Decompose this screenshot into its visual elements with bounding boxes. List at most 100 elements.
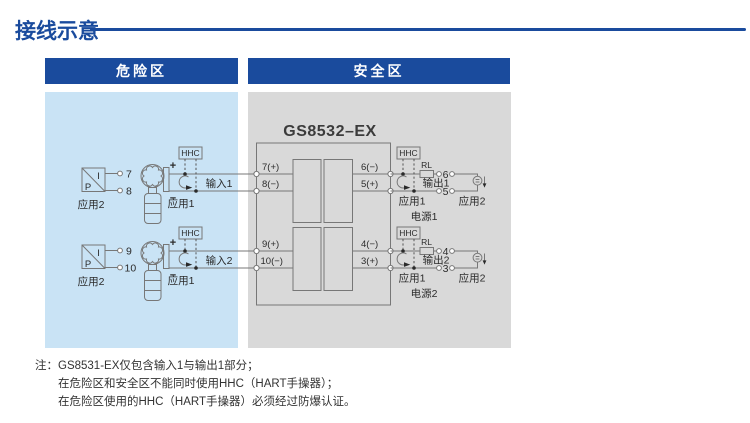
hazard-zone-label: 危险区 (116, 63, 167, 79)
notes-block: 注： GS8531-EX仅包含输入1与输出1部分； 在危险区和安全区不能同时使用… (35, 357, 356, 411)
transmitter-icon (140, 164, 170, 224)
hhc-label: HHC (181, 228, 199, 238)
device-terminal-label: 3(+) (361, 256, 378, 267)
terminal-circle (449, 265, 455, 271)
pi-box (81, 244, 106, 269)
device-terminal-label: 8(−) (262, 179, 279, 190)
power2-label: 电源2 (411, 287, 438, 300)
hhc-frame (396, 226, 421, 240)
hhc-box: HHC (396, 226, 421, 240)
page-title: 接线示意 (15, 20, 99, 43)
hhc-label: HHC (399, 228, 417, 238)
terminal-circle (117, 264, 123, 271)
ext-terminal-number: 6 (443, 169, 449, 181)
pi-p-label: P (85, 182, 91, 193)
junction-dot (194, 266, 198, 270)
ext-terminal-number: 4 (443, 246, 449, 258)
arrowhead-icon (186, 262, 193, 267)
device-terminal-label: 4(−) (361, 239, 378, 250)
device-terminal-label: 10(−) (261, 256, 283, 267)
application2-label: 应用2 (78, 275, 105, 288)
isolator-device: GS8532–EX 7(+) 8(−) 9(+) (253, 123, 394, 306)
pi-terminal-number: 7 (126, 169, 132, 181)
terminal-circle (253, 247, 260, 255)
terminal-circle (449, 188, 455, 194)
output2-label: 输出2 (423, 254, 450, 267)
transmitter-terminal-block (163, 244, 170, 269)
wire (454, 250, 478, 254)
power-supply-icon (472, 175, 483, 186)
arrowhead-icon (482, 260, 487, 265)
junction-dot (401, 172, 405, 176)
current-loop-arrow-icon (396, 252, 407, 266)
junction-dot (401, 249, 405, 253)
safe-zone-header: 安全区 (248, 58, 510, 84)
output-channel-2: RL 4 3 HHC (390, 226, 487, 300)
application1-label: 应用1 (168, 197, 195, 210)
terminal-circle (436, 248, 442, 254)
application2-label: 应用2 (459, 272, 486, 285)
application2-label: 应用2 (78, 198, 105, 211)
current-loop-arrow-icon (178, 175, 189, 189)
output-channel-1: RL 6 5 HHC (390, 146, 487, 223)
hhc-frame (396, 146, 421, 160)
terminal-circle (253, 170, 260, 178)
hazard-zone-panel (45, 92, 238, 348)
terminal-circle (436, 171, 442, 177)
polarity-plus: + (170, 160, 176, 172)
device-terminal-label: 7(+) (262, 162, 279, 173)
note-line: 在危险区使用的HHC（HART手操器）必须经过防爆认证。 (58, 396, 356, 408)
hhc-label: HHC (181, 148, 199, 158)
ext-terminal-number: 3 (443, 263, 449, 275)
pi-terminal-number: 9 (126, 246, 132, 258)
application1-label: 应用1 (399, 195, 426, 208)
title-rule (90, 28, 746, 31)
device-outline (256, 142, 391, 306)
pi-i-label: I (97, 171, 100, 182)
current-loop-arrow-icon (178, 252, 189, 266)
note-line: GS8531-EX仅包含输入1与输出1部分； (58, 360, 259, 372)
pi-converter-icon: I P (81, 244, 106, 270)
terminal-circle (117, 187, 123, 194)
transmitter-body (144, 193, 162, 224)
hhc-box: HHC (396, 146, 421, 160)
junction-dot (412, 266, 416, 270)
rl-label: RL (421, 237, 432, 247)
power-supply-circle (472, 252, 483, 263)
pi-diagonal (81, 167, 106, 192)
transmitter-scallop (142, 242, 163, 264)
note-line: 在危险区和安全区不能同时使用HHC（HART手操器）； (58, 378, 339, 390)
junction-dot (412, 189, 416, 193)
device-terminal-label: 6(−) (361, 162, 378, 173)
note-lines: GS8531-EX仅包含输入1与输出1部分； 在危险区和安全区不能同时使用HHC… (58, 357, 356, 411)
input1-label: 输入1 (206, 177, 233, 190)
terminal-circle (117, 247, 123, 254)
ext-terminal-number: 5 (443, 186, 449, 198)
hhc-frame (178, 226, 203, 240)
isolation-barrier-block (292, 159, 322, 223)
power-supply-icon (472, 252, 483, 263)
output1-label: 输出1 (423, 177, 450, 190)
polarity-plus: + (170, 237, 176, 249)
arrowhead-icon (482, 183, 487, 188)
terminal-circle (253, 187, 260, 195)
power1-label: 电源1 (411, 210, 438, 223)
transmitter-terminal-block (163, 167, 170, 192)
arrowhead-icon (186, 185, 193, 190)
application1-label: 应用1 (399, 272, 426, 285)
junction-dot (183, 172, 187, 176)
load-resistor-rl (419, 170, 434, 178)
arrowhead-icon (404, 262, 411, 267)
wire (454, 185, 478, 192)
device-model-label: GS8532–EX (283, 123, 376, 140)
load-resistor-rl (419, 247, 434, 255)
hhc-frame (178, 146, 203, 160)
application2-label: 应用2 (459, 195, 486, 208)
pi-terminal-number: 8 (126, 186, 132, 198)
terminal-circle (253, 264, 260, 272)
terminal-circle (117, 170, 123, 177)
isolation-barrier-block (292, 227, 322, 291)
device-terminal-label: 9(+) (262, 239, 279, 250)
